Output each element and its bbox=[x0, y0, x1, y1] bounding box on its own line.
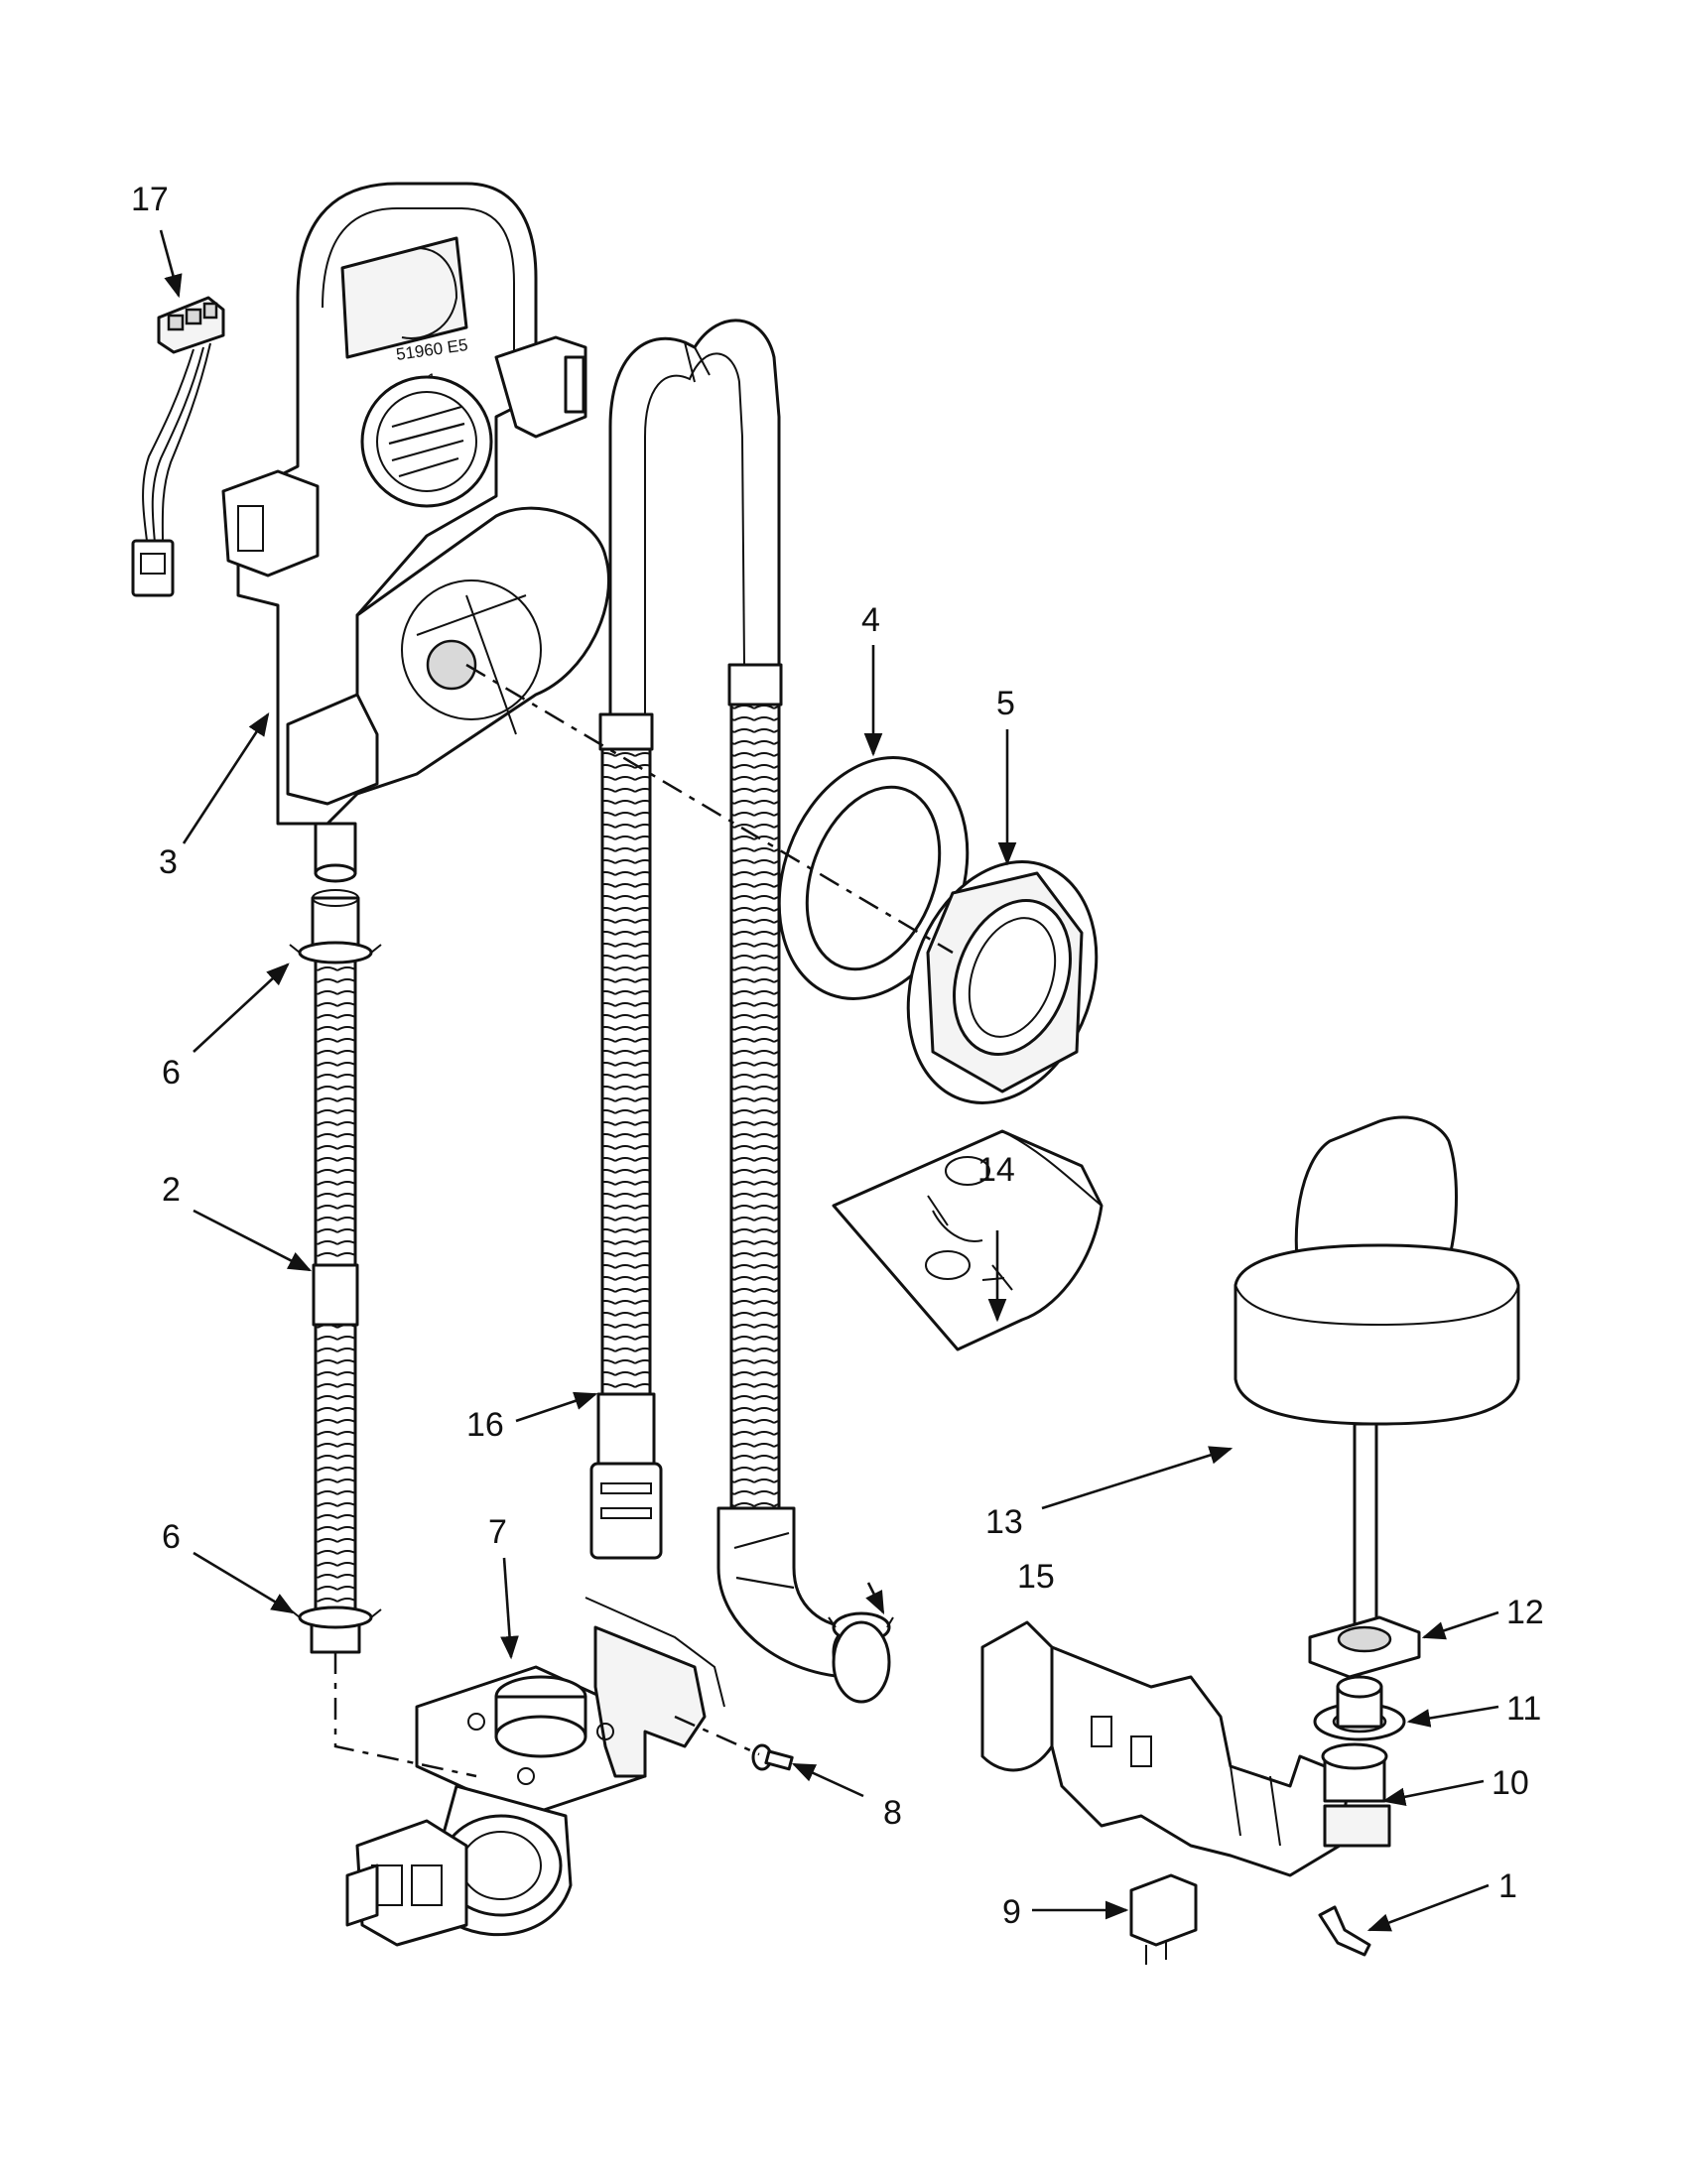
hose-part-2 bbox=[310, 889, 361, 1654]
callout-10: 10 bbox=[1492, 1764, 1529, 1802]
callout-16: 16 bbox=[466, 1406, 504, 1444]
hose-clamp-lower bbox=[289, 1606, 382, 1629]
alignment-line-screw bbox=[674, 1715, 760, 1756]
callout-5: 5 bbox=[996, 685, 1015, 722]
callout-3: 3 bbox=[159, 843, 178, 881]
float-part-13 bbox=[1234, 1115, 1520, 1629]
inlet-valve-part-7 bbox=[345, 1597, 725, 1947]
callout-15: 15 bbox=[1017, 1558, 1055, 1596]
callout-2: 2 bbox=[162, 1171, 181, 1209]
callout-6-upper: 6 bbox=[162, 1054, 181, 1092]
wire-harness-part-17 bbox=[131, 296, 225, 597]
screw-part-8 bbox=[751, 1743, 794, 1771]
callout-6-lower: 6 bbox=[162, 1518, 181, 1556]
callout-14: 14 bbox=[977, 1151, 1015, 1189]
callout-1: 1 bbox=[1498, 1867, 1517, 1905]
callout-13: 13 bbox=[985, 1503, 1023, 1541]
hex-nut-part-12 bbox=[1308, 1615, 1421, 1679]
actuator-part-1 bbox=[1318, 1905, 1371, 1957]
callout-12: 12 bbox=[1506, 1594, 1544, 1631]
callout-8: 8 bbox=[883, 1794, 902, 1832]
callout-9: 9 bbox=[1002, 1893, 1021, 1931]
float-bracket-part-10 bbox=[980, 1620, 1391, 1877]
callout-17: 17 bbox=[131, 181, 169, 218]
switch-part-9 bbox=[1129, 1873, 1198, 1965]
alignment-line-manifold bbox=[465, 663, 954, 955]
vent-nut-part-5 bbox=[906, 860, 1099, 1104]
drain-hose-part-16 bbox=[589, 319, 781, 1560]
manifold-part-3: 51960 E5 1 bbox=[221, 182, 610, 883]
callout-4: 4 bbox=[861, 601, 880, 639]
callout-labels: 17 3 4 5 6 2 6 7 8 9 10 11 12 13 14 15 1… bbox=[131, 181, 1544, 1931]
hose-clamp-upper bbox=[289, 941, 382, 964]
leader-lines bbox=[159, 229, 1499, 1932]
callout-11: 11 bbox=[1506, 1690, 1541, 1728]
callout-7: 7 bbox=[488, 1513, 507, 1551]
hardware-bag-part-14 bbox=[832, 1129, 1104, 1351]
alignment-line-valve bbox=[333, 1652, 477, 1778]
hose-clamp-part-15 bbox=[828, 1611, 894, 1704]
washer-part-11 bbox=[1313, 1675, 1406, 1741]
gasket-part-4 bbox=[777, 756, 970, 1000]
drain-hose-right-run bbox=[716, 663, 885, 1682]
